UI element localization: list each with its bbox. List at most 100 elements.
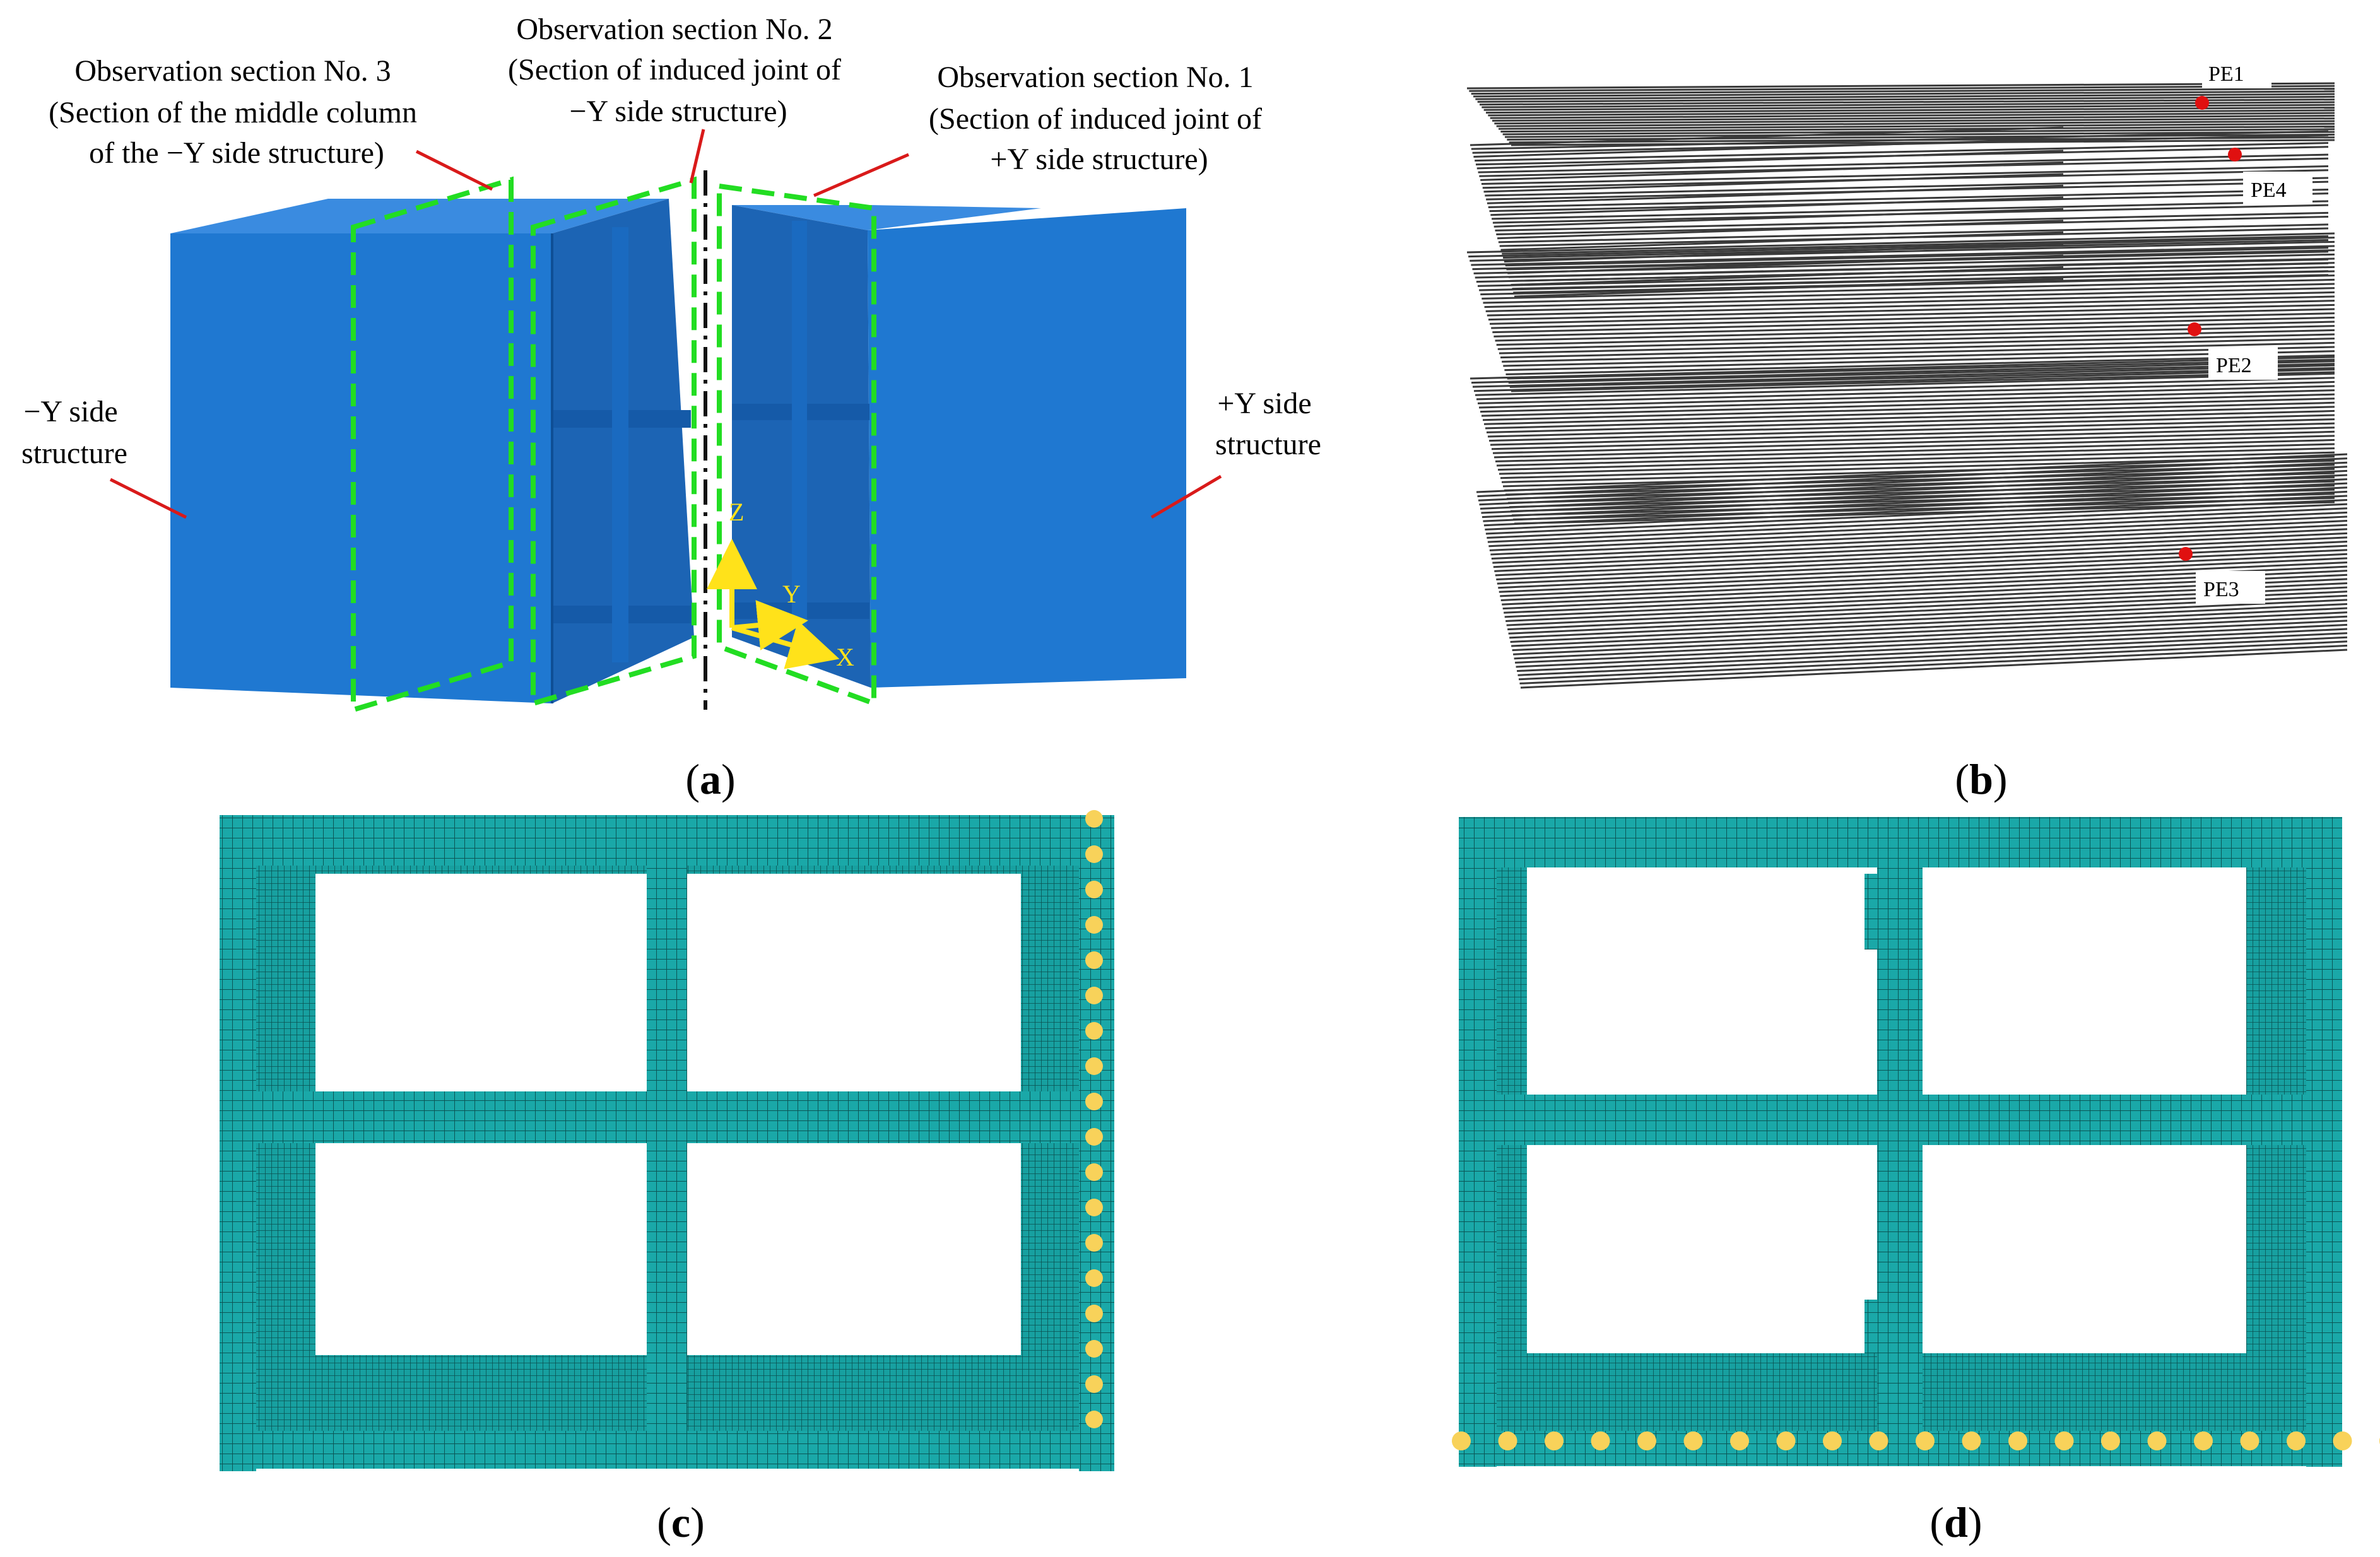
rebar-strand	[1510, 602, 2348, 643]
rebar-strand	[1496, 120, 2335, 127]
rebar-strand	[1480, 274, 2335, 296]
caption-a: (a)	[685, 755, 735, 803]
rebar-strand	[1493, 435, 2335, 459]
rebar-strand	[1498, 223, 2329, 244]
rebar-strand	[1483, 401, 2335, 425]
rebar-strand	[1503, 346, 2335, 367]
marker-dot	[1085, 1234, 1103, 1252]
rebar-strand	[1487, 499, 2348, 539]
rebar-strand	[1509, 599, 2348, 639]
c-left-wall	[220, 815, 256, 1471]
point-pe4-dot	[2228, 148, 2242, 162]
rebar-strand	[1473, 90, 2335, 98]
rebar-strand	[1471, 88, 2335, 95]
rebar-strand	[1504, 350, 2335, 372]
rebar-strand	[1477, 95, 2335, 103]
marker-dot	[1085, 845, 1103, 863]
rebar-strand	[1502, 235, 2329, 255]
observation-sections	[351, 176, 876, 714]
rebar-strand	[1483, 486, 2348, 527]
rebar-strand	[1478, 461, 2348, 502]
pe4-label-box	[2243, 172, 2312, 204]
rebar-strand	[1520, 649, 2348, 689]
rebar-strand	[1488, 109, 2335, 117]
marker-dot	[2240, 1431, 2259, 1450]
rebar-strand	[1487, 503, 2348, 543]
rebar-strand	[1514, 623, 2348, 664]
rebar-strand	[1497, 220, 2064, 240]
marker-dot	[1085, 1375, 1103, 1393]
c-vertical-marker-line	[1085, 810, 1103, 1428]
rebar-strand	[1471, 245, 2335, 266]
rebar-strand	[1511, 607, 2348, 647]
panel-b-rebar-model: PE1 PE4 PE2 PE3 (b)	[1466, 56, 2348, 803]
rebar-strand	[1490, 303, 2335, 325]
marker-dot	[1085, 916, 1103, 934]
rebar-strand	[1517, 636, 2348, 676]
rebar-strand	[1473, 138, 2064, 158]
c-base-slab	[220, 1431, 1114, 1469]
marker-dot	[1823, 1431, 1842, 1450]
rebar-strand	[1473, 368, 2335, 392]
rebar-strand	[1487, 295, 2335, 317]
rebar-strand	[1494, 117, 2335, 125]
section-3-line-2: (Section of the middle column	[49, 96, 417, 129]
section-3-callout: Observation section No. 3 (Section of th…	[49, 54, 425, 170]
rebar-strand	[1518, 640, 2348, 681]
rebar-strand	[1499, 333, 2335, 355]
rebar-strand	[1486, 409, 2335, 433]
marker-dot	[1637, 1431, 1656, 1450]
rebar-strand	[1500, 561, 2348, 601]
rebar-strand	[1472, 249, 2335, 271]
rebar-strand	[1470, 356, 2335, 380]
neg-block-front	[170, 233, 552, 703]
rebar-strand	[1509, 367, 2335, 388]
marker-dot	[1498, 1431, 1517, 1450]
rebar-strand	[1492, 312, 2335, 334]
rebar-strand	[1481, 165, 2329, 185]
rebar-strand	[1495, 438, 2335, 462]
section-3-outline	[351, 176, 514, 714]
rebar-strand	[1479, 270, 2335, 291]
section-1-outline	[717, 183, 876, 707]
c-middle-column	[647, 866, 687, 1431]
rebar-strand	[1492, 524, 2348, 564]
panel-c-mesh-model: (c)	[220, 810, 1114, 1546]
marker-dot	[1730, 1431, 1749, 1450]
point-pe3-dot	[2179, 547, 2193, 561]
rebar-strand	[1485, 490, 2348, 531]
neg-y-side-block	[170, 199, 694, 703]
rebar-strand	[1479, 98, 2335, 106]
c-opening-bottom-left	[315, 1143, 647, 1355]
rebar-strand	[1493, 316, 2335, 338]
pe2-label-box	[2208, 347, 2278, 380]
d-left-wall	[1459, 817, 1497, 1467]
rebar-strand	[1475, 142, 2329, 162]
rebar-strand	[1498, 549, 2348, 589]
rebar-strand	[1470, 240, 2335, 262]
rebar-strand	[1490, 196, 2064, 216]
rebar-strand	[1482, 478, 2348, 519]
rebar-strand	[1495, 211, 2329, 232]
c-right-inner-face	[1021, 866, 1079, 1431]
rebar-strand	[1476, 262, 2335, 283]
rebar-strand	[1475, 93, 2335, 100]
rebar-strand	[1505, 247, 2329, 267]
neg-inner-column	[612, 227, 628, 662]
d-column-bracket-upper	[1865, 874, 1878, 949]
marker-dot	[1869, 1431, 1888, 1450]
rebar-strand	[1500, 231, 2064, 251]
rebar-strand	[1468, 237, 2335, 258]
marker-dot	[1085, 951, 1103, 969]
rebar-strand	[1476, 150, 2064, 170]
marker-dot	[1916, 1431, 1935, 1450]
rebar-strand	[1469, 85, 2335, 92]
rebar-strand	[1471, 130, 2329, 150]
rebar-strand	[1477, 457, 2348, 498]
rebar-strand	[1478, 153, 2329, 173]
coordinate-axes	[707, 539, 840, 669]
section-2-callout: Observation section No. 2 (Section of in…	[508, 13, 849, 128]
rebar-strand	[1497, 447, 2335, 471]
marker-dot	[2287, 1431, 2306, 1450]
marker-dot	[1085, 1022, 1103, 1040]
